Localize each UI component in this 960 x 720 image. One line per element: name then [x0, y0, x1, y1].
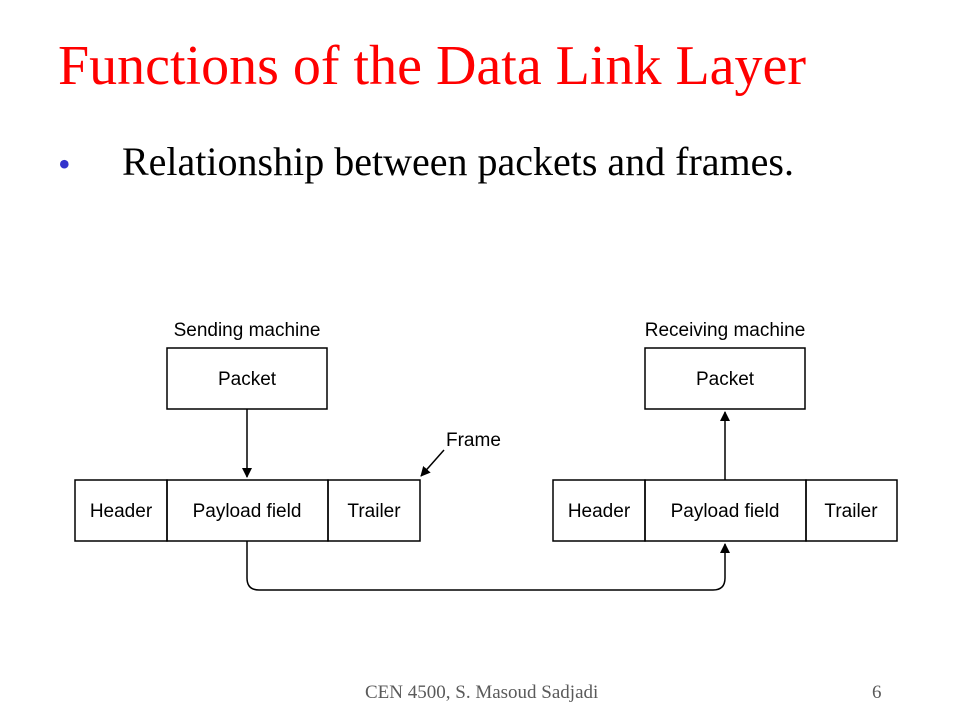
- page-number: 6: [872, 682, 882, 703]
- sending-trailer-label: Trailer: [347, 501, 401, 522]
- bullet-text: Relationship between packets and frames.: [122, 139, 794, 184]
- transfer-arrow: [246, 541, 730, 591]
- bullet-marker: •: [58, 144, 71, 184]
- receiving-packet-box: [644, 347, 806, 410]
- slide-title: Functions of the Data Link Layer: [58, 35, 807, 97]
- sending-packet-label: Packet: [218, 369, 277, 390]
- receiving-packet-label: Packet: [696, 369, 755, 390]
- sending-machine-label: Sending machine: [174, 320, 321, 341]
- sending-header-label: Header: [90, 501, 153, 522]
- sending-frame: Header Payload field Trailer: [74, 479, 421, 542]
- receiving-machine-label: Receiving machine: [645, 320, 806, 341]
- sending-trailer-cell: [327, 479, 421, 542]
- footer-text: CEN 4500, S. Masoud Sadjadi: [365, 682, 599, 703]
- receiving-header-label: Header: [568, 501, 631, 522]
- receiving-trailer-cell: [805, 479, 898, 542]
- frame-pointer-arrow: [420, 449, 445, 477]
- frame-label: Frame: [446, 430, 501, 451]
- receiving-frame: Header Payload field Trailer: [552, 479, 898, 542]
- receiving-payload-label: Payload field: [671, 501, 780, 522]
- receiving-trailer-label: Trailer: [824, 501, 878, 522]
- sending-payload-label: Payload field: [193, 501, 302, 522]
